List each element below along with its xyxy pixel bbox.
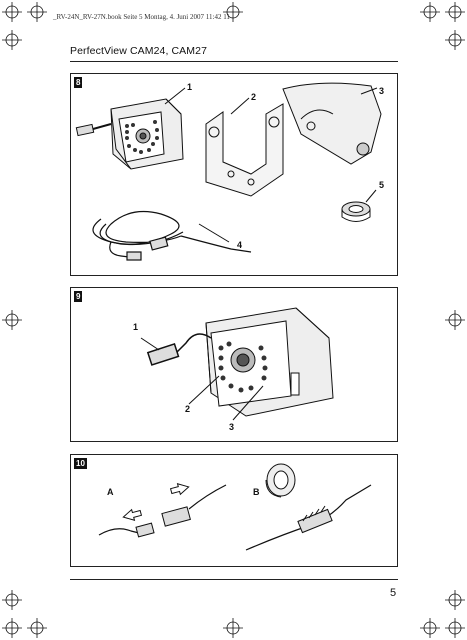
header-rule — [70, 61, 398, 62]
callout-2: 2 — [185, 404, 191, 414]
sun-shield-drawing — [282, 82, 382, 165]
footer-rule — [70, 579, 398, 580]
label-a: A — [107, 487, 114, 497]
taped-connection-drawing — [245, 463, 372, 551]
callout-4: 4 — [237, 240, 243, 250]
figure-8-panel: 8 — [70, 73, 398, 276]
figure-10-illustration — [98, 463, 372, 551]
callout-5: 5 — [379, 180, 385, 190]
crop-mark-top-right — [445, 2, 465, 22]
crop-mark-bottom-right — [445, 618, 465, 638]
camera-cable-drawing — [146, 333, 212, 366]
crop-mark-bottom-center — [223, 618, 243, 638]
running-title: PerfectView CAM24, CAM27 — [70, 45, 208, 57]
crop-mark-bottom-left — [2, 618, 22, 638]
crop-mark-mid-left — [2, 310, 22, 330]
camera-unit-drawing — [205, 307, 334, 417]
callout-3: 3 — [379, 86, 385, 96]
crop-mark-mid-right — [445, 310, 465, 330]
callout-2: 2 — [251, 92, 257, 102]
callout-3: 3 — [229, 422, 235, 432]
callout-1: 1 — [187, 82, 193, 92]
callout-1: 1 — [133, 322, 139, 332]
figure-number: 9 — [74, 291, 83, 302]
extension-cable-drawing — [92, 211, 252, 261]
figure-9-panel: 9 — [70, 287, 398, 442]
mounting-bracket-drawing — [205, 103, 284, 197]
figure-10-panel: 10 A B — [70, 454, 398, 567]
camera-unit-drawing — [75, 98, 184, 170]
print-header: _RV-24N_RV-27N.book Seite 5 Montag, 4. J… — [53, 13, 230, 21]
label-b: B — [253, 487, 260, 497]
crop-mark-top-center — [223, 2, 243, 22]
crop-mark-top-left — [2, 2, 22, 22]
figure-number: 8 — [74, 77, 83, 88]
figure-8-illustration — [75, 82, 382, 261]
figure-number: 10 — [74, 458, 87, 469]
connector-pair-drawing — [98, 482, 227, 538]
figure-9-illustration — [140, 307, 334, 421]
seal-ring-drawing — [341, 201, 371, 222]
page-number: 5 — [390, 587, 397, 599]
